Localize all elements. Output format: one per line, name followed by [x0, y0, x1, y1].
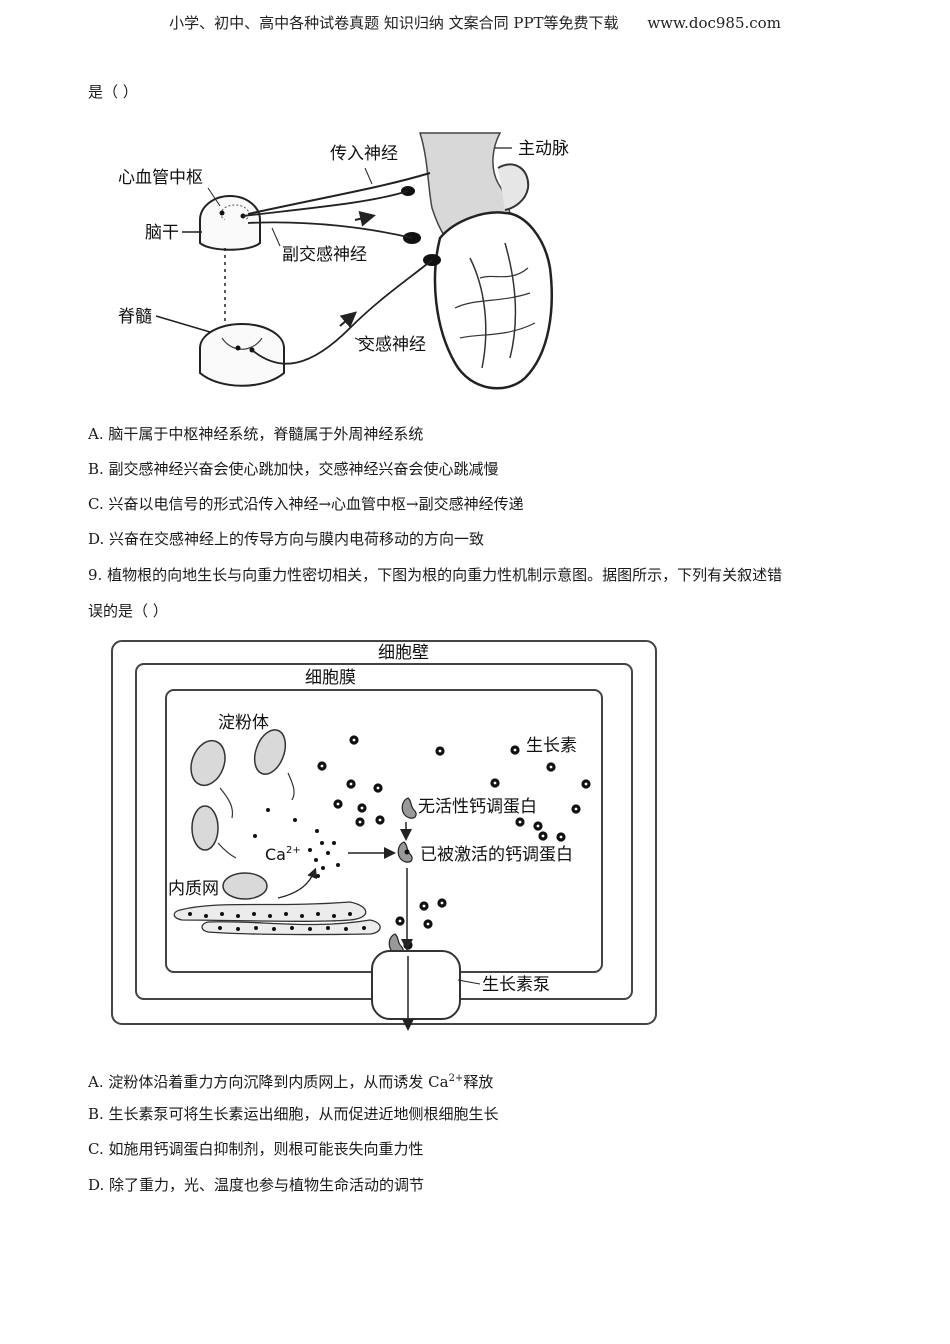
gravitropism-diagram: 细胞壁 细胞膜 淀粉体 Ca2+ 内质网: [111, 640, 657, 1031]
q9-option-a: A. 淀粉体沿着重力方向沉降到内质网上，从而诱发 Ca2+释放: [88, 1073, 494, 1091]
label-activated-calmodulin: 已被激活的钙调蛋白: [420, 845, 573, 865]
label-er: 内质网: [168, 879, 219, 899]
label-brainstem: 脑干: [145, 223, 179, 243]
q8-option-d: D. 兴奋在交感神经上的传导方向与膜内电荷移动的方向一致: [88, 530, 485, 548]
label-parasympathetic: 副交感神经: [282, 245, 367, 265]
header-url[interactable]: www.doc985.com: [647, 14, 781, 32]
label-cell-wall: 细胞壁: [378, 643, 429, 663]
q9-option-d: D. 除了重力，光、温度也参与植物生命活动的调节: [88, 1176, 425, 1194]
label-cell-membrane: 细胞膜: [305, 668, 356, 688]
q9-stem-line2: 误的是（ ）: [88, 602, 168, 620]
label-auxin-pump: 生长素泵: [482, 975, 550, 995]
q8-option-c: C. 兴奋以电信号的形式沿传入神经→心血管中枢→副交感神经传递: [88, 495, 524, 513]
label-spinal-cord: 脊髓: [118, 307, 152, 327]
label-amyloplast: 淀粉体: [218, 713, 269, 733]
q8-option-a: A. 脑干属于中枢神经系统，脊髓属于外周神经系统: [88, 425, 424, 443]
label-sympathetic: 交感神经: [358, 335, 426, 355]
q8-stem-tail: 是（ ）: [88, 83, 138, 101]
heart-nerve-diagram: 传入神经 主动脉 心血管中枢 脑干 副交感神经 脊髓 交感神经: [118, 132, 569, 390]
label-aorta: 主动脉: [518, 139, 569, 159]
label-afferent: 传入神经: [330, 144, 398, 164]
q9-option-b: B. 生长素泵可将生长素运出细胞，从而促进近地侧根细胞生长: [88, 1105, 499, 1123]
label-inactive-calmodulin: 无活性钙调蛋白: [418, 797, 537, 817]
label-auxin: 生长素: [526, 736, 577, 756]
q9-option-c: C. 如施用钙调蛋白抑制剂，则根可能丧失向重力性: [88, 1140, 424, 1158]
label-calcium: Ca2+: [265, 845, 301, 864]
header-text: 小学、初中、高中各种试卷真题 知识归纳 文案合同 PPT等免费下载: [169, 14, 619, 32]
page-header: 小学、初中、高中各种试卷真题 知识归纳 文案合同 PPT等免费下载 www.do…: [0, 12, 950, 33]
auxin-pump-shape: [371, 950, 461, 1020]
spinal-cord-block: [199, 323, 285, 387]
label-cardio-center: 心血管中枢: [118, 168, 203, 188]
q8-option-b: B. 副交感神经兴奋会使心跳加快，交感神经兴奋会使心跳减慢: [88, 460, 499, 478]
q9-stem-line1: 9. 植物根的向地生长与向重力性密切相关，下图为根的向重力性机制示意图。据图所示…: [88, 566, 783, 584]
